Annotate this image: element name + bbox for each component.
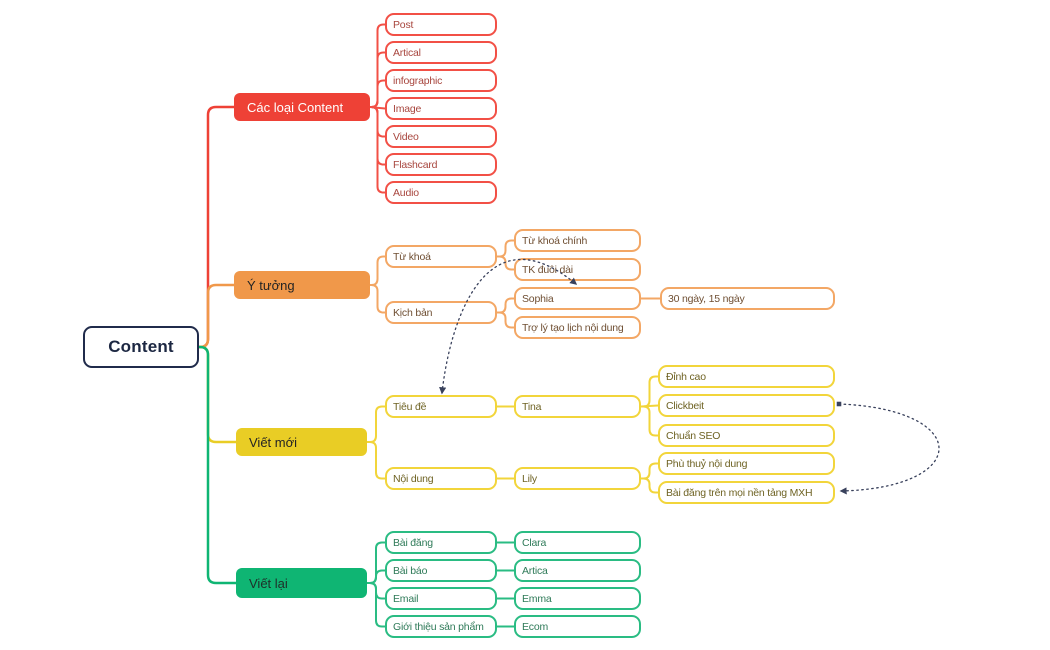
connector-tu-khoa-chinh <box>496 239 515 258</box>
root-node-content[interactable]: Content <box>83 326 199 368</box>
connector-cac-loai-content <box>197 105 236 349</box>
connector-bai-bao <box>366 569 386 584</box>
connector-viet-moi <box>197 345 238 444</box>
connector-post <box>369 23 386 108</box>
node-artical[interactable]: Artical <box>385 41 497 64</box>
connector-bai-dang <box>366 541 386 584</box>
node-bai-bao[interactable]: Bài báo <box>385 559 497 582</box>
node-noi-dung[interactable]: Nội dung <box>385 467 497 490</box>
node-kich-ban[interactable]: Kịch bản <box>385 301 497 324</box>
connector-flashcard <box>369 106 386 166</box>
node-tu-khoa-chinh[interactable]: Từ khoá chính <box>514 229 641 252</box>
node-flashcard[interactable]: Flashcard <box>385 153 497 176</box>
node-lily[interactable]: Lily <box>514 467 641 490</box>
connector-tro-ly <box>496 311 515 329</box>
connector-viet-lai <box>197 345 238 585</box>
node-chuan-seo[interactable]: Chuẩn SEO <box>658 424 835 447</box>
node-artica[interactable]: Artica <box>514 559 641 582</box>
node-image[interactable]: Image <box>385 97 497 120</box>
connector-email <box>366 582 386 600</box>
node-infographic[interactable]: infographic <box>385 69 497 92</box>
connector-sophia <box>496 297 515 314</box>
node-clickbeit[interactable]: Clickbeit <box>658 394 835 417</box>
node-ecom[interactable]: Ecom <box>514 615 641 638</box>
node-emma[interactable]: Emma <box>514 587 641 610</box>
node-30-ngay[interactable]: 30 ngày, 15 ngày <box>660 287 835 310</box>
node-cac-loai-content[interactable]: Các loại Content <box>234 93 370 121</box>
connector-tu-khoa <box>369 255 386 286</box>
node-tk-duoi-dai[interactable]: TK đuôi dài <box>514 258 641 281</box>
node-dinh-cao[interactable]: Đỉnh cao <box>658 365 835 388</box>
node-video[interactable]: Video <box>385 125 497 148</box>
node-bai-dang-mxh[interactable]: Bài đăng trên mọi nền tảng MXH <box>658 481 835 504</box>
connector-artical <box>369 51 386 108</box>
connector-y-tuong <box>197 283 236 349</box>
connector-chuan-seo <box>640 405 659 437</box>
node-clara[interactable]: Clara <box>514 531 641 554</box>
connector-audio <box>369 106 386 194</box>
connector-dinh-cao <box>640 375 659 408</box>
connector-gioi-thieu <box>366 582 386 628</box>
node-tieu-de[interactable]: Tiêu đề <box>385 395 497 418</box>
node-bai-dang[interactable]: Bài đăng <box>385 531 497 554</box>
connector-bai-dang-mxh <box>640 477 659 494</box>
connector-tk-duoi-dai <box>496 255 515 271</box>
node-email[interactable]: Email <box>385 587 497 610</box>
node-sophia[interactable]: Sophia <box>514 287 641 310</box>
node-viet-moi[interactable]: Viết mới <box>236 428 367 456</box>
node-viet-lai[interactable]: Viết lại <box>236 568 367 598</box>
relationship-clickbeit-baidangmxh <box>836 401 940 495</box>
connector-tieu-de <box>366 405 386 443</box>
connector-clickbeit <box>640 404 659 408</box>
node-tina[interactable]: Tina <box>514 395 641 418</box>
connector-kich-ban <box>369 284 386 314</box>
connector-video <box>369 106 386 138</box>
node-tro-ly[interactable]: Trợ lý tạo lịch nội dung <box>514 316 641 339</box>
node-phu-thuy[interactable]: Phù thuỷ nội dung <box>658 452 835 475</box>
connector-infographic <box>369 79 386 108</box>
node-gioi-thieu[interactable]: Giới thiệu sản phẩm <box>385 615 497 638</box>
node-audio[interactable]: Audio <box>385 181 497 204</box>
node-post[interactable]: Post <box>385 13 497 36</box>
connector-image <box>369 106 386 110</box>
connector-phu-thuy <box>640 462 659 480</box>
node-tu-khoa[interactable]: Từ khoá <box>385 245 497 268</box>
connector-noi-dung <box>366 441 386 480</box>
node-y-tuong[interactable]: Ý tưởng <box>234 271 370 299</box>
